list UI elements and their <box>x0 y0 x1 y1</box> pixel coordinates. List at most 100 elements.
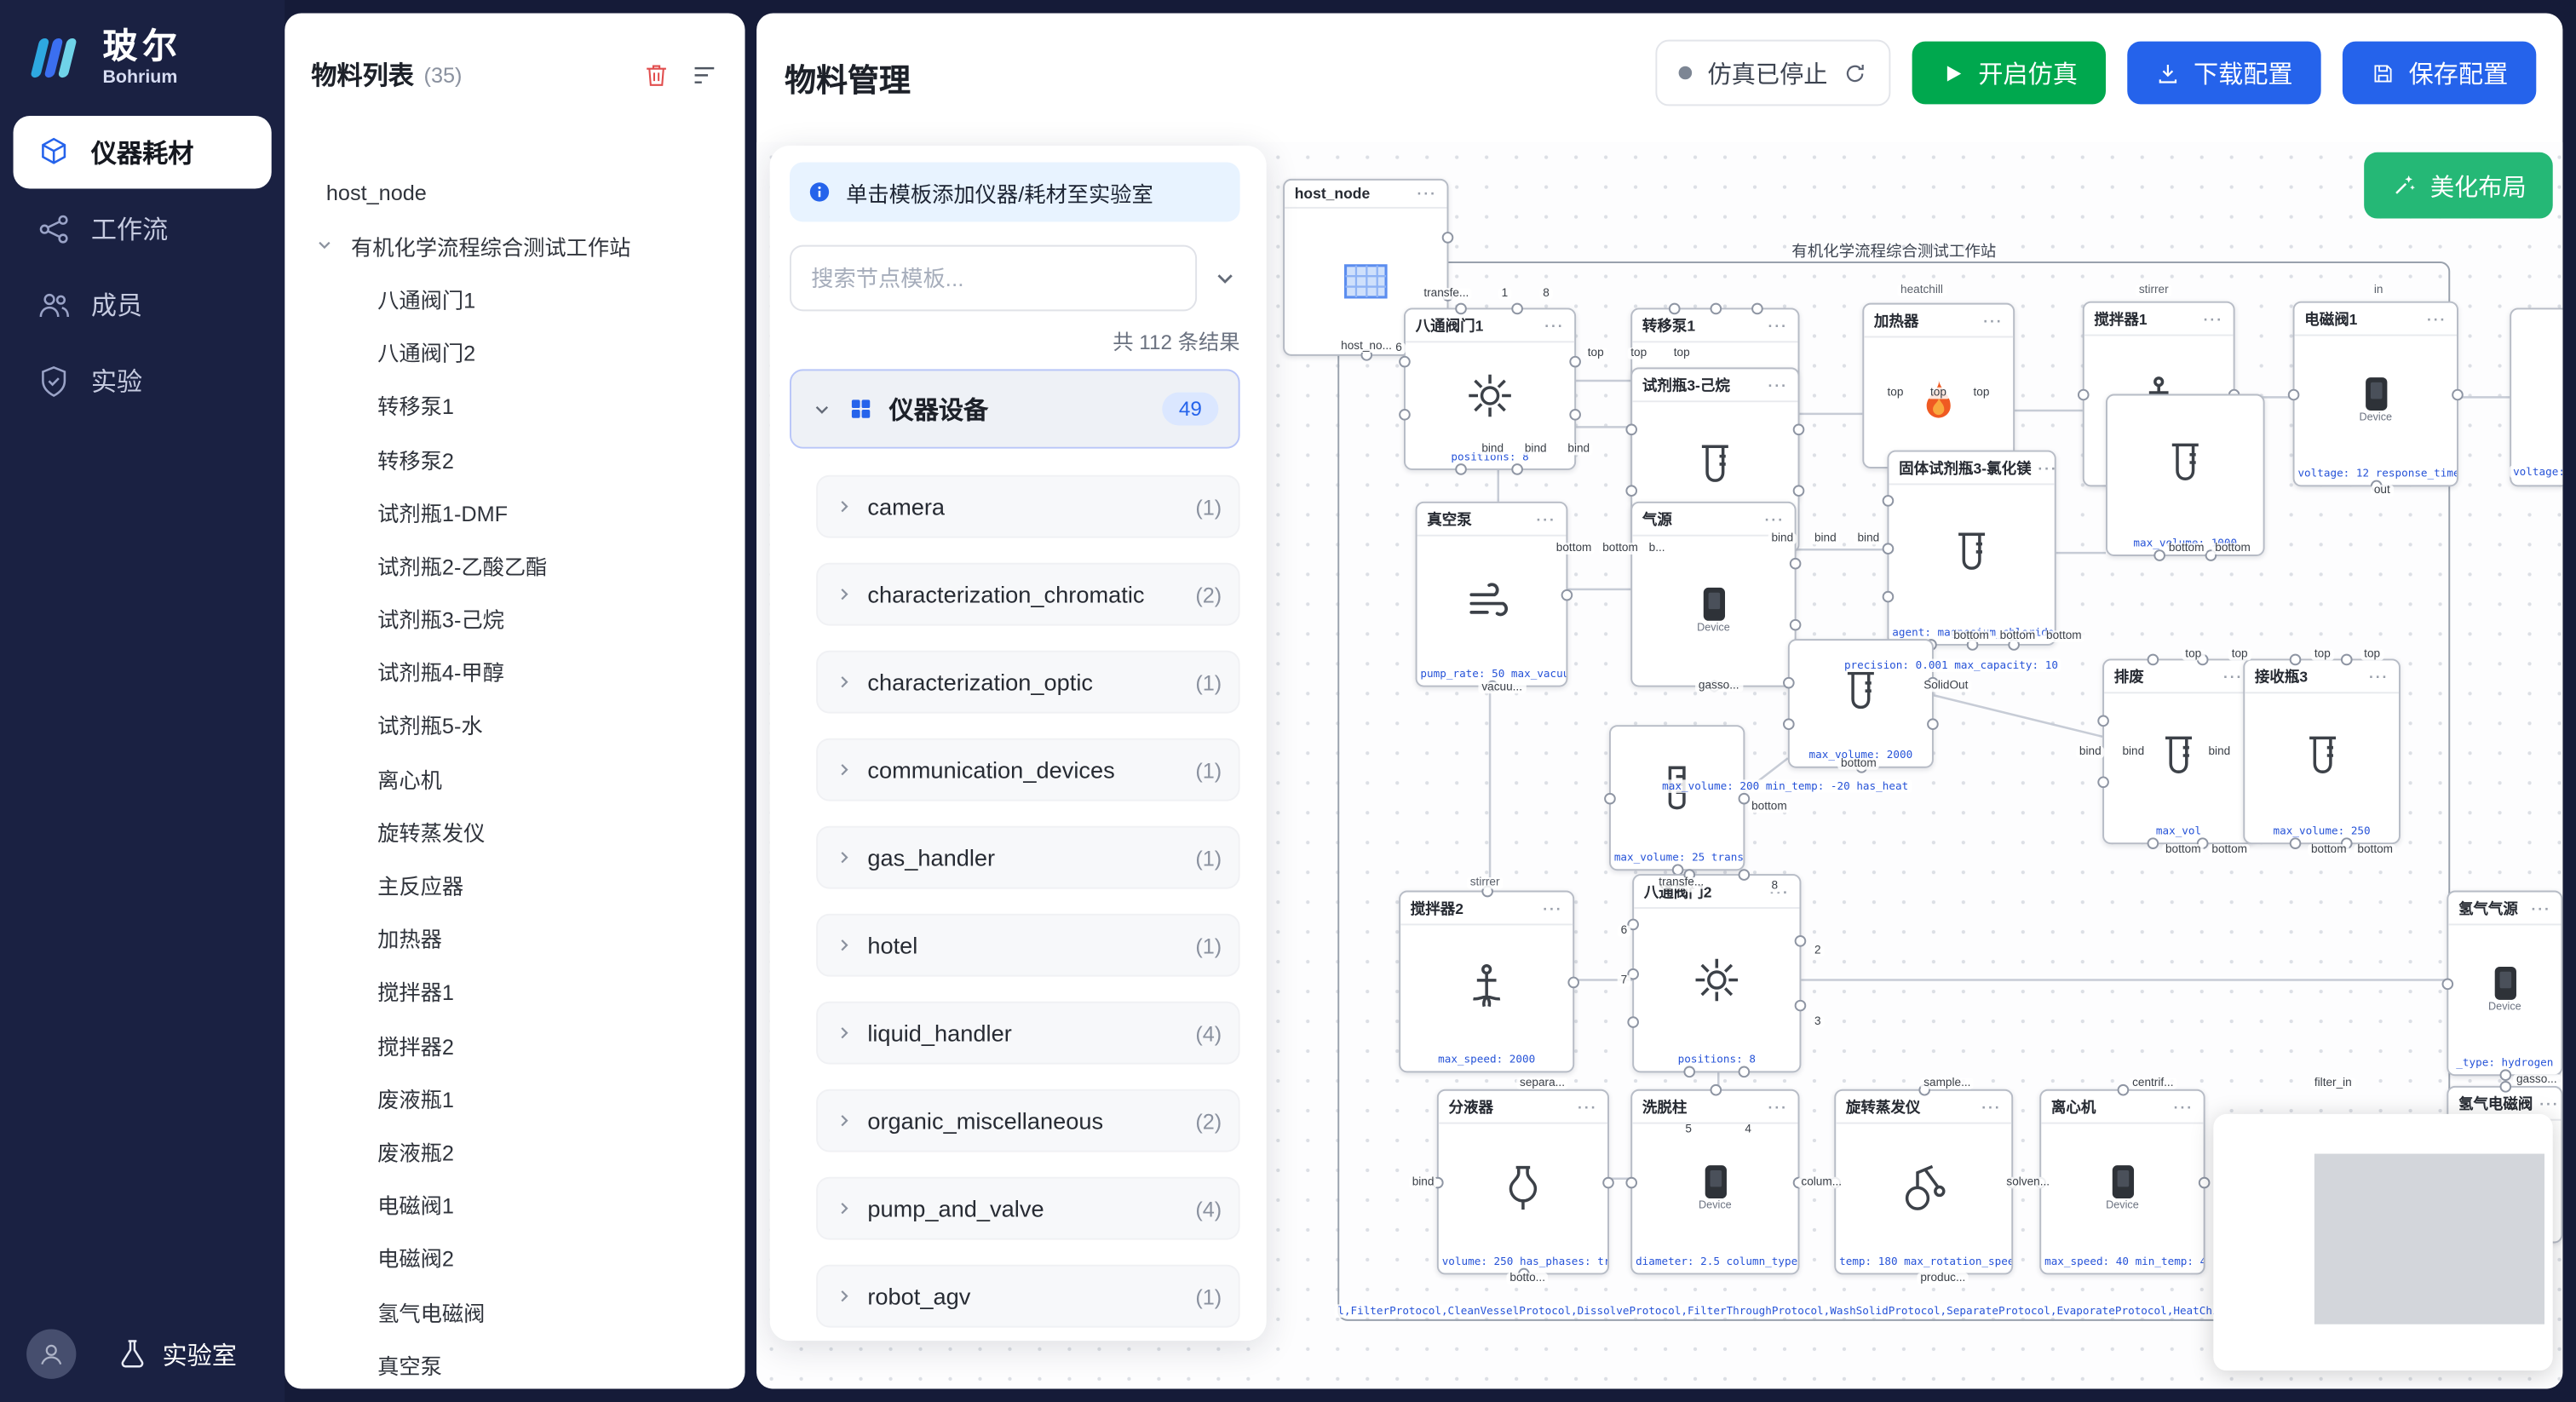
port[interactable] <box>1927 677 1939 689</box>
canvas-node-加热器[interactable]: 加热器··· <box>1862 303 2015 468</box>
port[interactable] <box>1783 677 1795 689</box>
canvas-node[interactable] <box>2510 307 2562 486</box>
sidebar-item-instruments[interactable]: 仪器耗材 <box>14 116 272 189</box>
tree-item-离心机[interactable]: 离心机 <box>285 751 745 805</box>
sidebar-item-experiments[interactable]: 实验 <box>14 344 272 417</box>
port[interactable] <box>1625 1176 1637 1188</box>
port[interactable] <box>1751 303 1762 315</box>
port[interactable] <box>2199 1176 2211 1188</box>
port[interactable] <box>2499 1069 2511 1081</box>
port[interactable] <box>2370 480 2382 492</box>
port[interactable] <box>2442 978 2454 990</box>
port[interactable] <box>2006 1176 2018 1188</box>
category-row-gas_handler[interactable]: gas_handler(1) <box>816 826 1240 889</box>
node-menu-icon[interactable]: ··· <box>2174 1098 2194 1114</box>
port[interactable] <box>1625 485 1637 497</box>
node-menu-icon[interactable]: ··· <box>1981 1098 2001 1114</box>
category-row-hotel[interactable]: hotel(1) <box>816 914 1240 977</box>
tree-item-试剂瓶5-水[interactable]: 试剂瓶5-水 <box>285 698 745 752</box>
port[interactable] <box>1432 1176 1444 1188</box>
port[interactable] <box>1739 792 1751 804</box>
tree-item-电磁阀1[interactable]: 电磁阀1 <box>285 1178 745 1232</box>
tree-item-workstation[interactable]: 有机化学流程综合测试工作站 <box>285 219 745 273</box>
canvas-node-旋转蒸发仪[interactable]: 旋转蒸发仪···temp: 180 max_rotation_speed: <box>1834 1089 2013 1275</box>
node-menu-icon[interactable]: ··· <box>2427 310 2447 326</box>
port[interactable] <box>1627 919 1639 931</box>
port[interactable] <box>1829 1176 1841 1188</box>
node-menu-icon[interactable]: ··· <box>2531 899 2550 916</box>
port[interactable] <box>1561 589 1573 600</box>
tree-item-八通阀门1[interactable]: 八通阀门1 <box>285 272 745 325</box>
port[interactable] <box>1793 1176 1805 1188</box>
port[interactable] <box>1883 590 1895 602</box>
port[interactable] <box>1708 681 1720 692</box>
port[interactable] <box>1567 976 1579 988</box>
tree-item-搅拌器1[interactable]: 搅拌器1 <box>285 965 745 1019</box>
port[interactable] <box>1627 968 1639 980</box>
port[interactable] <box>1602 1176 1614 1188</box>
start-simulation-button[interactable]: 开启仿真 <box>1912 42 2106 105</box>
port[interactable] <box>2034 1176 2046 1188</box>
canvas-node-离心机[interactable]: 离心机···Devicemax_speed: 40 min_temp: 4 ma… <box>2039 1089 2205 1275</box>
port[interactable] <box>2452 388 2464 400</box>
port[interactable] <box>1855 761 1867 773</box>
save-config-button[interactable]: 保存配置 <box>2343 42 2536 105</box>
node-menu-icon[interactable]: ··· <box>1543 899 1562 916</box>
node-menu-icon[interactable]: ··· <box>1983 312 2003 328</box>
tree-item-host-node[interactable]: host_node <box>285 165 745 219</box>
node-menu-icon[interactable]: ··· <box>2038 459 2054 475</box>
canvas-node-固体试剂瓶3-氯化镁[interactable]: 固体试剂瓶3-氯化镁···agent: magnesium_chloride <box>1887 451 2056 646</box>
trash-icon[interactable] <box>642 60 670 89</box>
tree-item-真空泵[interactable]: 真空泵 <box>285 1338 745 1389</box>
port[interactable] <box>1627 1016 1639 1028</box>
port[interactable] <box>1683 869 1695 881</box>
port[interactable] <box>2153 549 2165 561</box>
tree-item-废液瓶2[interactable]: 废液瓶2 <box>285 1124 745 1178</box>
port[interactable] <box>1668 303 1680 315</box>
canvas-node[interactable]: max_volume: 1000 <box>2106 394 2265 556</box>
category-row-characterization_optic[interactable]: characterization_optic(1) <box>816 651 1240 714</box>
port[interactable] <box>2499 1081 2511 1093</box>
port[interactable] <box>1918 1084 1929 1096</box>
tree-item-转移泵2[interactable]: 转移泵2 <box>285 432 745 486</box>
port[interactable] <box>1795 935 1807 947</box>
category-row-organic_miscellaneous[interactable]: organic_miscellaneous(2) <box>816 1089 1240 1152</box>
canvas-node-搅拌器2[interactable]: 搅拌器2···max_speed: 2000 <box>1399 891 1574 1073</box>
port[interactable] <box>1883 542 1895 554</box>
port[interactable] <box>2097 776 2109 788</box>
node-menu-icon[interactable]: ··· <box>1544 317 1564 333</box>
node-menu-icon[interactable]: ··· <box>1769 883 1789 899</box>
minimap[interactable] <box>2213 1114 2552 1370</box>
sidebar-item-members[interactable]: 成员 <box>14 268 272 342</box>
node-menu-icon[interactable]: ··· <box>1768 317 1788 333</box>
canvas-node-电磁阀1[interactable]: 电磁阀1···Devicevoltage: 12 response_time: … <box>2293 302 2458 487</box>
port[interactable] <box>2078 388 2090 400</box>
canvas-node-洗脱柱[interactable]: 洗脱柱···Devicediameter: 2.5 column_type: s… <box>1630 1089 1799 1275</box>
search-input[interactable] <box>790 245 1197 312</box>
canvas-node-接收瓶3[interactable]: 接收瓶3···max_volume: 250 <box>2243 658 2401 844</box>
node-menu-icon[interactable]: ··· <box>1417 186 1437 202</box>
canvas-node-真空泵[interactable]: 真空泵···pump_rate: 50 max_vacuum: 0.1 <box>1416 502 1568 687</box>
canvas-node-八通阀门1[interactable]: 八通阀门1···positions: 8 <box>1404 307 1576 469</box>
tree-item-氢气电磁阀[interactable]: 氢气电磁阀 <box>285 1284 745 1338</box>
node-menu-icon[interactable]: ··· <box>1768 1098 1788 1114</box>
node-menu-icon[interactable]: ··· <box>1768 376 1788 393</box>
canvas-node-八通阀门2[interactable]: 八通阀门2···positions: 8 <box>1632 874 1801 1072</box>
port[interactable] <box>1790 618 1802 630</box>
category-row-communication_devices[interactable]: communication_devices(1) <box>816 738 1240 802</box>
port[interactable] <box>2117 1084 2129 1096</box>
port[interactable] <box>2288 388 2300 400</box>
group-instruments[interactable]: 仪器设备 49 <box>790 369 1240 448</box>
port[interactable] <box>1604 792 1616 804</box>
sort-list-icon[interactable] <box>690 60 718 89</box>
tree-item-试剂瓶2-乙酸乙酯[interactable]: 试剂瓶2-乙酸乙酯 <box>285 538 745 592</box>
tree-item-搅拌器2[interactable]: 搅拌器2 <box>285 1018 745 1072</box>
canvas-node-气源[interactable]: 气源···Device <box>1630 502 1796 687</box>
node-menu-icon[interactable]: ··· <box>2204 310 2223 326</box>
node-menu-icon[interactable]: ··· <box>2369 668 2389 684</box>
category-row-camera[interactable]: camera(1) <box>816 475 1240 538</box>
canvas-node[interactable]: max_volume: 25 transfer_rate: 10 <box>1609 725 1745 871</box>
port[interactable] <box>1710 303 1722 315</box>
canvas-node[interactable]: max_volume: 2000 <box>1788 639 1934 768</box>
tree-item-旋转蒸发仪[interactable]: 旋转蒸发仪 <box>285 805 745 859</box>
